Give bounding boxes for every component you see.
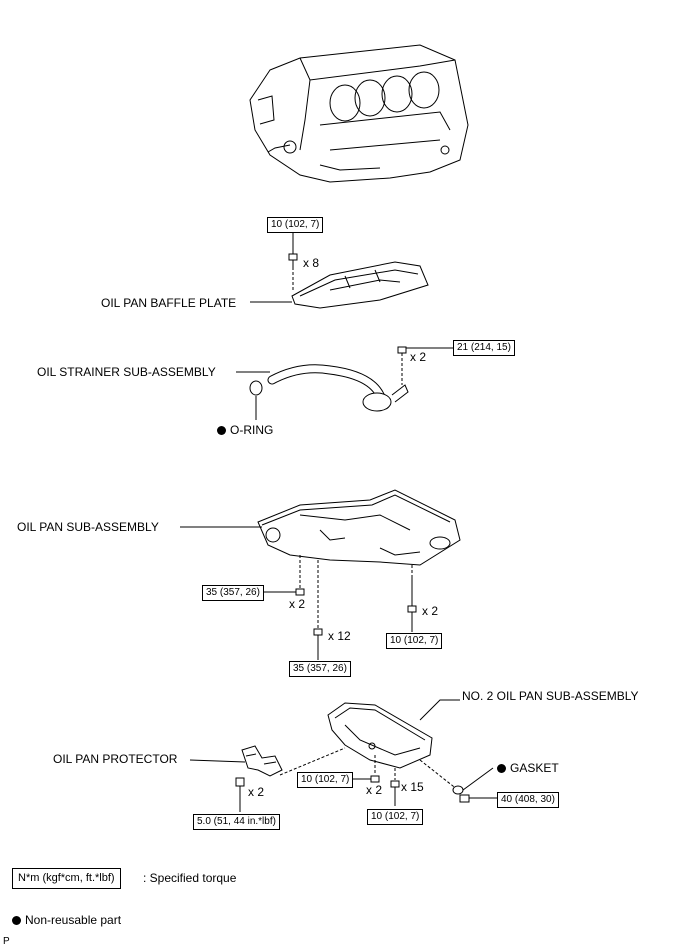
non-reusable-icon	[217, 426, 226, 435]
label-baffle-plate: OIL PAN BAFFLE PLATE	[101, 296, 237, 310]
label-no2-oil-pan: NO. 2 OIL PAN SUB-ASSEMBLY	[462, 689, 639, 703]
label-gasket: GASKET	[497, 761, 559, 775]
qty-no2-nut: x 2	[366, 783, 383, 797]
legend-non-reusable: Non-reusable part	[12, 913, 121, 927]
qty-pan-nut: x 2	[289, 597, 306, 611]
torque-pan-nut: 35 (357, 26)	[202, 585, 264, 601]
qty-baffle: x 8	[303, 256, 320, 270]
oil-pan-protector-illustration	[241, 745, 283, 777]
qty-strainer: x 2	[410, 350, 427, 364]
baffle-plate-illustration	[291, 261, 429, 309]
torque-drain-plug: 40 (408, 30)	[497, 792, 559, 808]
torque-strainer-bolt: 21 (214, 15)	[453, 340, 515, 356]
legend-torque-unit: N*m (kgf*cm, ft.*lbf)	[12, 868, 121, 889]
oil-strainer-illustration	[267, 364, 409, 412]
non-reusable-icon	[497, 764, 506, 773]
torque-no2-bolt: 10 (102, 7)	[367, 809, 424, 825]
oil-pan-illustration	[257, 489, 461, 566]
torque-pan-bolt: 35 (357, 26)	[289, 661, 351, 677]
non-reusable-icon	[12, 916, 21, 925]
legend-non-reusable-text: Non-reusable part	[25, 913, 122, 927]
o-ring-illustration	[249, 380, 263, 396]
gasket-text: GASKET	[510, 761, 559, 775]
qty-pan-long-bolt: x 2	[422, 604, 439, 618]
label-oil-pan: OIL PAN SUB-ASSEMBLY	[17, 520, 159, 534]
label-oil-strainer: OIL STRAINER SUB-ASSEMBLY	[37, 365, 216, 379]
legend-torque-desc: : Specified torque	[143, 871, 237, 885]
torque-baffle-bolt: 10 (102, 7)	[267, 217, 324, 233]
o-ring-text: O-RING	[230, 423, 274, 437]
label-o-ring: O-RING	[217, 423, 273, 437]
torque-no2-nut: 10 (102, 7)	[297, 772, 354, 788]
qty-protector: x 2	[248, 785, 265, 799]
qty-no2-bolt: x 15	[401, 780, 424, 794]
engine-block-illustration	[249, 44, 469, 183]
torque-protector-bolt: 5.0 (51, 44 in.*lbf)	[193, 814, 280, 830]
label-oil-pan-protector: OIL PAN PROTECTOR	[53, 752, 178, 766]
torque-pan-long-bolt: 10 (102, 7)	[386, 633, 443, 649]
corner-mark: P	[3, 936, 10, 947]
no2-oil-pan-illustration	[327, 702, 433, 769]
qty-pan-bolt: x 12	[328, 629, 351, 643]
